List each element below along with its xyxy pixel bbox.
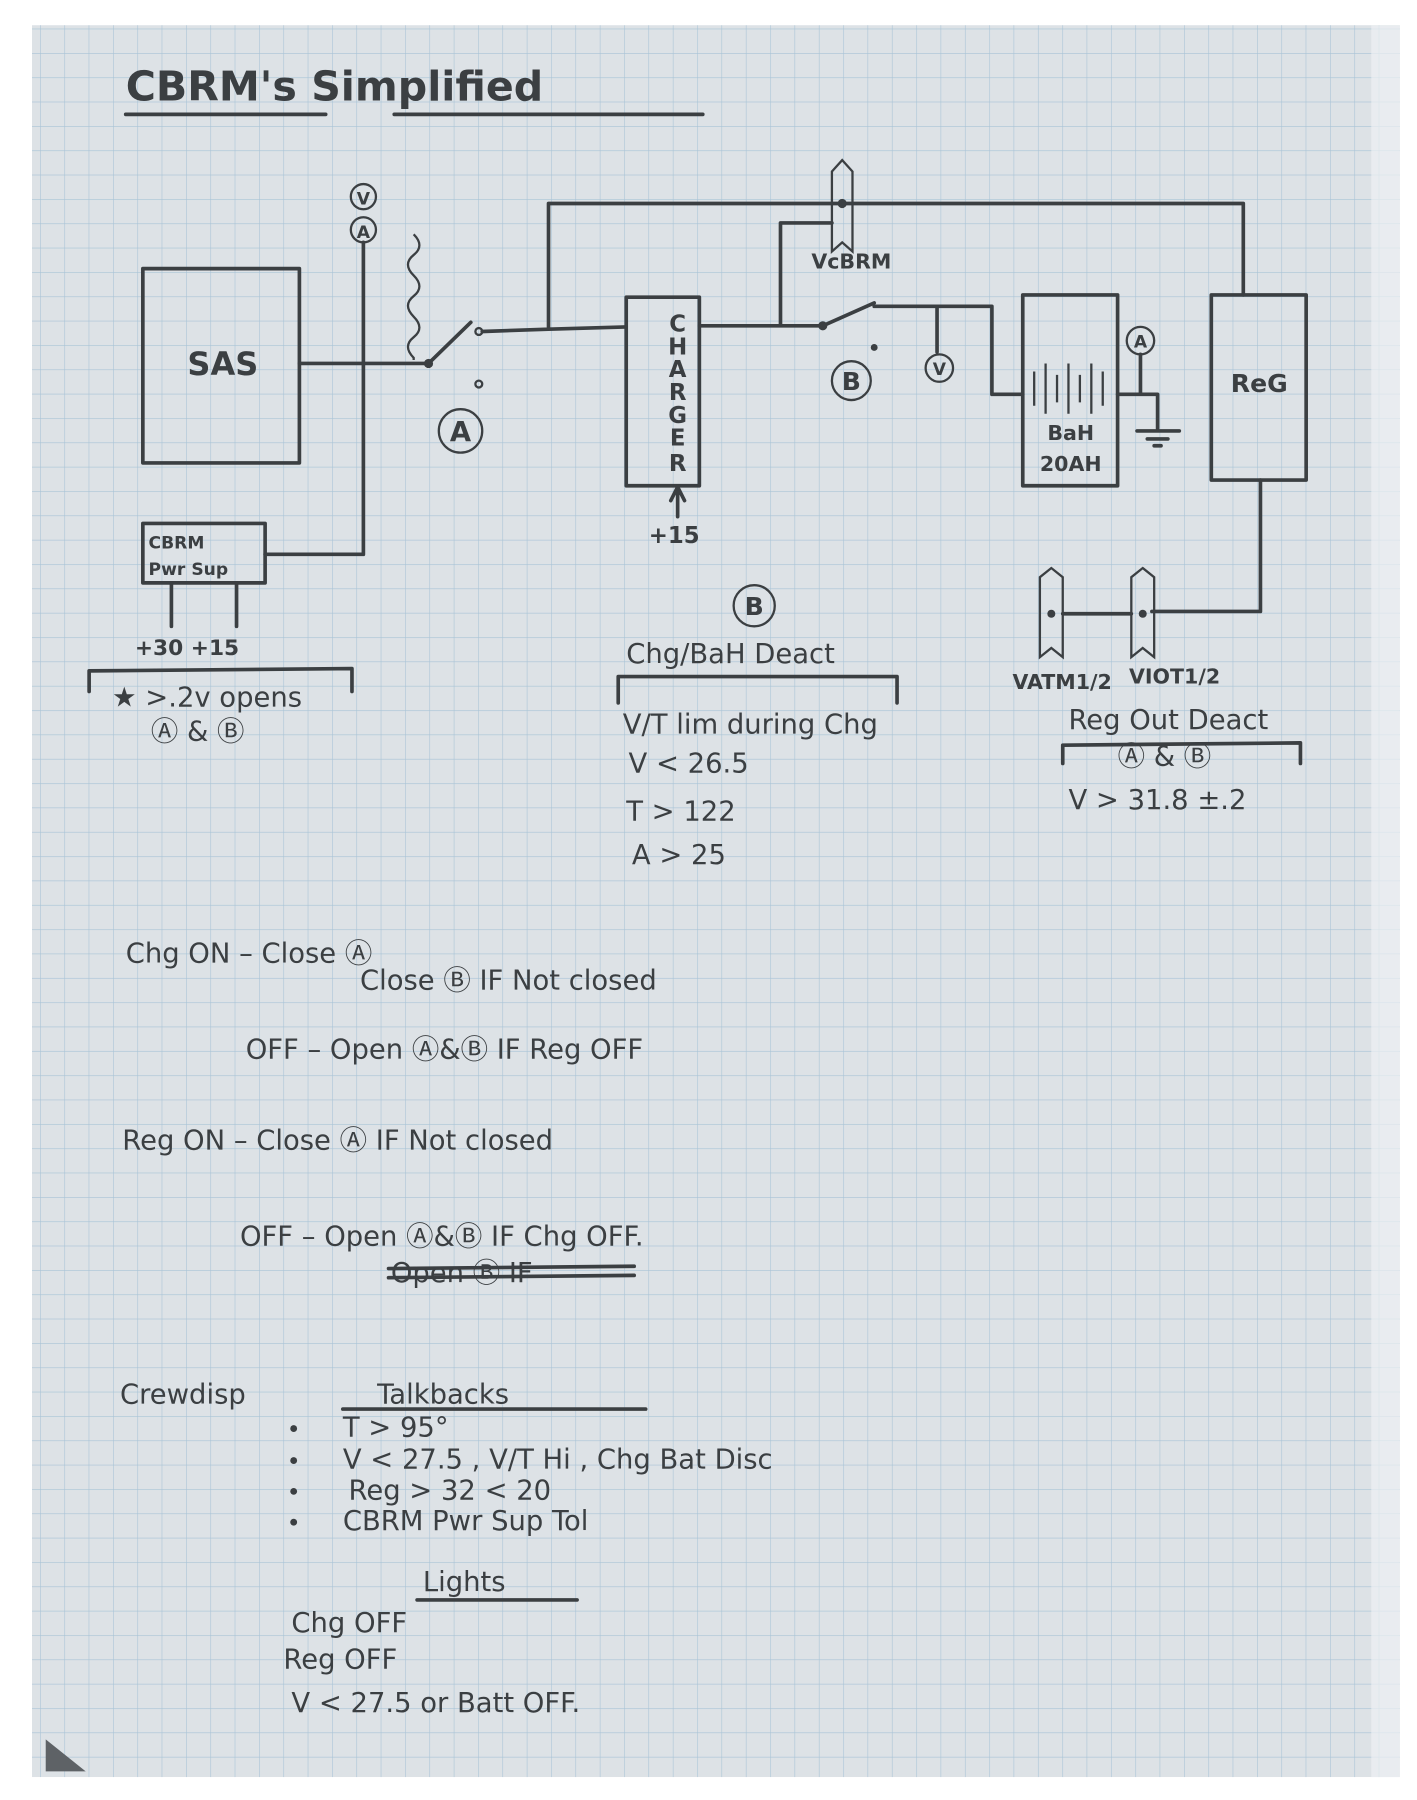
switch-b-icon — [818, 301, 878, 351]
vcbrm-label: VcBRM — [811, 250, 891, 274]
talkbacks-heading: Talkbacks — [376, 1379, 509, 1410]
list-item: Reg OFF — [283, 1644, 397, 1675]
charger-block: C H A R G E R — [624, 295, 702, 488]
reg-out-deact-heading: Reg Out Deact — [1068, 705, 1268, 736]
switch-a-label: A — [437, 408, 484, 454]
reg-off-line: OFF – Open Ⓐ&Ⓑ IF Chg OFF. — [240, 1222, 644, 1253]
list-item: V < 27.5 , V/T Hi , Chg Bat Disc — [343, 1445, 773, 1476]
svg-text:E: E — [670, 426, 686, 452]
bus-ammeter-icon: A — [349, 216, 378, 244]
reg-out-bracket — [1060, 741, 1303, 766]
charger-input-label: +15 — [649, 523, 700, 549]
charger-output-wire — [697, 221, 834, 328]
list-item: Reg > 32 < 20 — [349, 1475, 552, 1506]
svg-text:C: C — [669, 311, 686, 337]
talkbacks-list: T > 95° V < 27.5 , V/T Hi , Chg Bat Disc… — [290, 1413, 773, 1537]
battery-voltmeter-icon: V — [924, 353, 955, 383]
svg-text:H: H — [668, 334, 687, 360]
svg-text:Pwr Sup: Pwr Sup — [149, 560, 229, 580]
power-supply-note-switches: Ⓐ & Ⓑ — [151, 717, 245, 748]
list-item: CBRM Pwr Sup Tol — [343, 1506, 589, 1537]
svg-text:V: V — [933, 360, 947, 380]
svg-text:G: G — [668, 403, 687, 429]
v-limit-text: V < 26.5 — [629, 749, 749, 780]
power-supply-note: ★ >.2v opens — [112, 682, 302, 713]
svg-text:A: A — [669, 357, 687, 383]
reg-out-switches: Ⓐ & Ⓑ — [1118, 742, 1212, 773]
list-item: T > 95° — [342, 1413, 449, 1444]
sas-block: SAS — [141, 266, 302, 465]
main-wire — [480, 201, 1246, 334]
vatm-connector-icon — [1038, 566, 1064, 660]
ground-wire — [1115, 352, 1160, 431]
lights-heading: Lights — [423, 1567, 506, 1598]
vt-lim-text: V/T lim during Chg — [623, 710, 878, 741]
svg-text:R: R — [669, 380, 687, 406]
chg-off-line: OFF – Open Ⓐ&Ⓑ IF Reg OFF — [246, 1034, 643, 1065]
deact-b-label: B — [732, 584, 776, 628]
battery-wire — [872, 304, 1025, 397]
viot-label: VIOT1/2 — [1129, 664, 1220, 688]
cbrm-power-supply-block: CBRM Pwr Sup — [141, 521, 267, 585]
page-title: CBRM's Simplified — [126, 63, 544, 111]
a-limit-text: A > 25 — [632, 840, 726, 871]
vatm-label: VATM1/2 — [1012, 670, 1111, 694]
svg-text:CBRM: CBRM — [149, 534, 205, 554]
svg-text:20AH: 20AH — [1040, 452, 1102, 476]
crewdisp-label: Crewdisp — [120, 1379, 246, 1410]
struck-out-text: Open Ⓑ IF — [391, 1258, 533, 1289]
relay-coil-icon — [406, 233, 421, 361]
battery-block: BaH 20AH — [1020, 293, 1120, 488]
svg-text:B: B — [842, 367, 861, 396]
svg-text:SAS: SAS — [187, 345, 258, 383]
svg-text:A: A — [1134, 332, 1148, 352]
bus-wire — [263, 240, 431, 557]
t-limit-text: T > 122 — [625, 797, 735, 828]
vcbrm-connector-icon — [830, 158, 854, 255]
regulator-block: ReG — [1209, 293, 1308, 482]
svg-text:B: B — [745, 592, 764, 621]
regulator-output-wire — [1060, 478, 1263, 616]
svg-text:R: R — [669, 451, 687, 477]
chg-on-line-2: Close Ⓑ IF Not closed — [360, 966, 657, 997]
battery-cells-icon — [1033, 363, 1104, 414]
reg-on-line: Reg ON – Close Ⓐ IF Not closed — [122, 1126, 553, 1157]
svg-text:A: A — [357, 223, 371, 243]
list-item: Chg OFF — [291, 1608, 407, 1639]
list-item: V < 27.5 or Batt OFF. — [291, 1688, 580, 1719]
power-supply-bracket — [87, 666, 354, 694]
chg-batt-bracket — [616, 674, 899, 705]
svg-text:BaH: BaH — [1047, 421, 1094, 445]
reg-out-v-limit: V > 31.8 ±.2 — [1068, 785, 1246, 816]
svg-text:V: V — [357, 190, 371, 210]
switch-b-label: B — [830, 360, 872, 402]
viot-connector-icon — [1130, 566, 1156, 660]
svg-text:A: A — [450, 417, 472, 448]
strikethrough — [386, 1264, 637, 1280]
power-supply-inputs — [169, 581, 239, 629]
chg-on-line: Chg ON – Close Ⓐ — [126, 938, 373, 969]
chg-batt-deact-heading: Chg/BaH Deact — [626, 639, 835, 670]
svg-text:ReG: ReG — [1231, 369, 1288, 398]
power-supply-input-labels: +30 +15 — [135, 636, 239, 661]
bus-voltmeter-icon: V — [349, 182, 378, 211]
switch-a-icon — [423, 320, 484, 389]
ground-icon — [1135, 429, 1182, 448]
charger-input-arrow-icon — [668, 485, 687, 519]
